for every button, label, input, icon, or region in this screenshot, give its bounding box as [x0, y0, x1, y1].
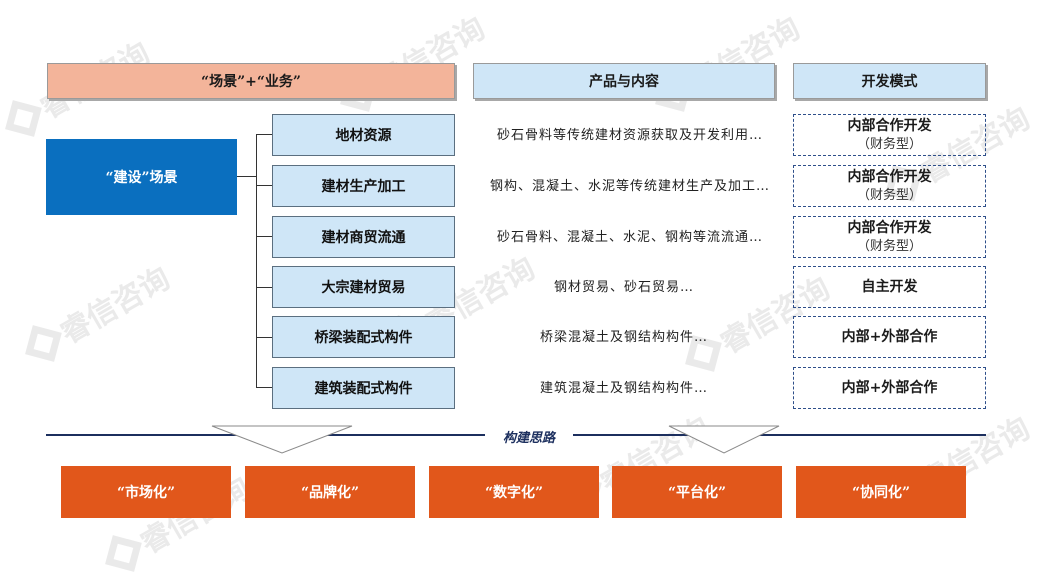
down-arrow-icon	[211, 425, 353, 454]
pillar-box: “协同化”	[796, 466, 966, 518]
pillar-box: “平台化”	[612, 466, 782, 518]
divider-label: 构建思路	[502, 431, 555, 446]
dev-mode-main: 内部合作开发	[847, 169, 932, 185]
connector-branch	[256, 185, 272, 186]
watermark: 睿信咨询	[19, 254, 176, 370]
product-description: 钢构、混凝土、水泥等传统建材生产及加工…	[489, 178, 770, 194]
category-box: 建材商贸流通	[272, 216, 455, 258]
dev-mode-sub: （财务型）	[856, 239, 922, 254]
connector-trunk	[256, 134, 257, 388]
dev-mode-box: 内部合作开发 （财务型）	[793, 165, 986, 207]
dev-mode-box: 内部合作开发 （财务型）	[793, 216, 986, 258]
header-scene-business: “场景”+“业务”	[47, 63, 455, 99]
connector-branch	[256, 287, 272, 288]
dev-mode-main: 内部合作开发	[847, 118, 932, 134]
divider-graphic	[46, 425, 986, 454]
product-description: 砂石骨料、混凝土、水泥、钢构等流流通…	[496, 229, 763, 245]
dev-mode-main: 内部合作开发	[847, 220, 932, 236]
pillar-box: “数字化”	[429, 466, 599, 518]
product-description: 桥梁混凝土及钢结构构件…	[539, 329, 708, 345]
category-box: 建筑装配式构件	[272, 367, 455, 409]
dev-mode-box: 自主开发	[793, 266, 986, 308]
pillar-box: “品牌化”	[245, 466, 415, 518]
product-description: 砂石骨料等传统建材资源获取及开发利用…	[496, 127, 763, 143]
dev-mode-sub: （财务型）	[856, 188, 922, 203]
category-box: 桥梁装配式构件	[272, 316, 455, 358]
dev-mode-main: 自主开发	[861, 279, 918, 295]
down-arrow-icon	[668, 425, 780, 454]
category-box: 建材生产加工	[272, 165, 455, 207]
product-description: 钢材贸易、砂石贸易…	[553, 279, 694, 295]
connector-line	[237, 176, 257, 177]
watermark-logo-icon	[105, 535, 142, 572]
dev-mode-box: 内部+外部合作	[793, 316, 986, 358]
watermark-logo-icon	[25, 325, 62, 362]
connector-branch	[256, 134, 272, 135]
connector-branch	[256, 236, 272, 237]
header-products: 产品与内容	[473, 63, 775, 99]
watermark-logo-icon	[5, 100, 42, 137]
watermark: 睿信咨询	[649, 4, 806, 120]
dev-mode-box: 内部合作开发 （财务型）	[793, 114, 986, 156]
pillar-box: “市场化”	[61, 466, 231, 518]
header-dev-mode: 开发模式	[793, 63, 986, 99]
product-description: 建筑混凝土及钢结构构件…	[539, 380, 708, 396]
watermark: 睿信咨询	[334, 4, 491, 120]
connector-branch	[256, 387, 272, 388]
dev-mode-main: 内部+外部合作	[841, 329, 938, 345]
connector-branch	[256, 337, 272, 338]
dev-mode-sub: （财务型）	[856, 137, 922, 152]
category-box: 地材资源	[272, 114, 455, 156]
dev-mode-main: 内部+外部合作	[841, 380, 938, 396]
scene-box-construction: “建设”场景	[46, 139, 237, 215]
category-box: 大宗建材贸易	[272, 266, 455, 308]
dev-mode-box: 内部+外部合作	[793, 367, 986, 409]
